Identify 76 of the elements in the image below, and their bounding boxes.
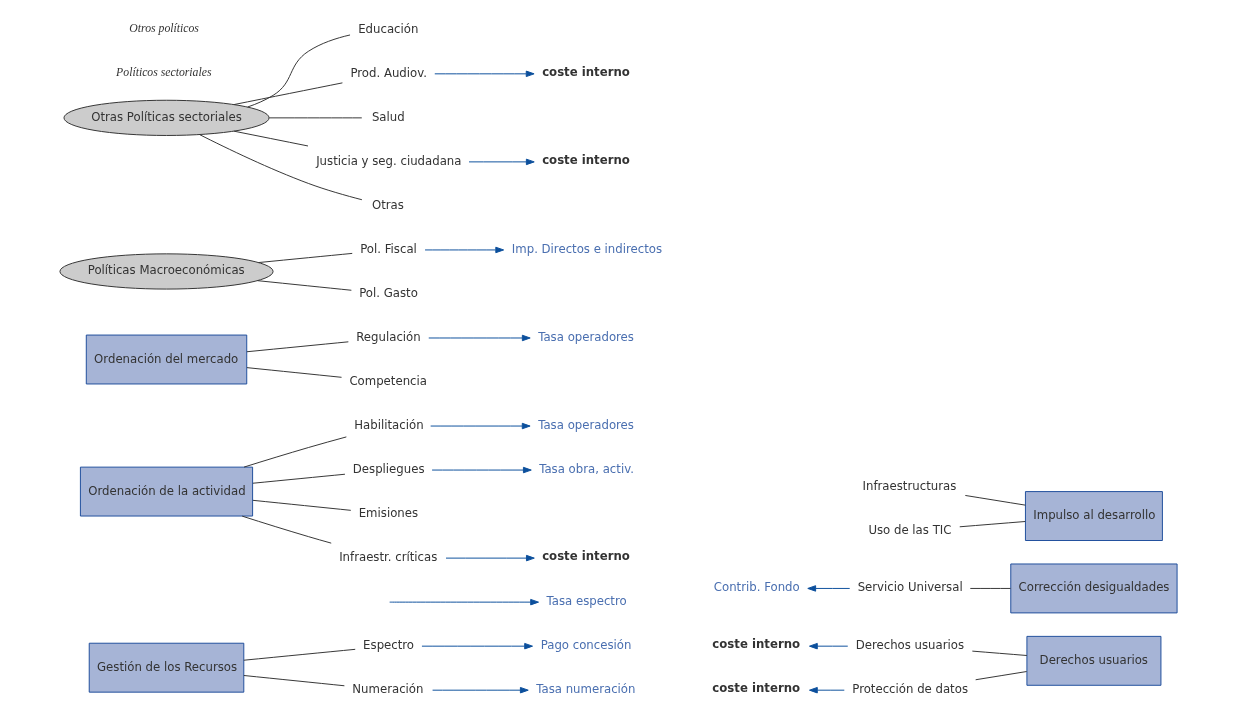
node-text: Tasa operadores [537,418,634,433]
node-text: Espectro [362,638,414,653]
node-text: Contrib. Fondo [713,580,800,595]
connector [245,341,349,353]
connector [256,280,352,291]
node-text: Numeración [351,682,423,697]
label: Políticos sectoriales [115,65,211,79]
node-text: Regulación [355,330,421,345]
connector [242,648,356,661]
connector [969,587,1011,589]
connector [241,515,332,544]
node-text: coste interno [541,64,630,79]
node-text: Tasa obra, activ. [538,462,634,477]
arrow [445,554,535,562]
connector [964,494,1026,506]
arrow [806,585,850,592]
node-text: Pol. Gasto [358,286,418,300]
connector [245,367,342,378]
connector [242,675,345,687]
node-text: Habilitación [353,418,424,433]
connector [233,82,343,106]
node-box: Ordenación de la actividad [79,466,253,517]
node-text: Tasa numeración [535,682,635,697]
node-text: Despliegues [352,462,425,477]
node-text: Servicio Universal [857,580,963,595]
node-text: Salud [371,109,405,124]
node-text: coste interno [711,637,800,652]
node-text: Infraestructuras [862,478,956,493]
node-box: Ordenación del mercado [85,334,247,385]
arrow [808,642,848,650]
node-text: coste interno [541,549,630,564]
arrow [468,158,535,166]
connector [198,134,362,201]
node-text: Protección de datos [851,682,968,697]
node-text: Otras [371,197,404,212]
node-text: Prod. Audiov. [349,65,427,80]
node-text: Justicia y seg. ciudadana [315,153,461,168]
node-ellipse: Políticas Macroeconómicas [58,253,274,290]
connector [971,650,1027,656]
node-text: Tasa espectro [546,594,627,609]
arrow [420,642,533,650]
node-box: Corrección desigualdades [1009,563,1178,614]
node-box: Gestión de los Recursos [88,642,244,693]
node-text: Emisiones [358,506,418,521]
connector [243,436,347,468]
node-box: Derechos usuarios [1025,635,1161,686]
node-text: Competencia [348,374,427,389]
node-text: Imp. Directos e indirectos [511,241,662,256]
node-ellipse: Otras Políticas sectoriales [63,99,270,136]
node-text: Educación [357,21,418,36]
arrow [427,334,531,342]
node-box: Impulso al desarrollo [1024,491,1163,541]
node-text: coste interno [711,681,800,696]
arrow [433,70,535,78]
arrow [388,598,539,606]
arrow [431,466,532,474]
connector [246,34,351,108]
node-text: Derechos usuarios [855,638,964,653]
connector [233,130,308,147]
label: Otros políticos [128,21,199,35]
node-text: Pol. Fiscal [359,241,417,256]
node-text: coste interno [541,152,630,167]
node-text: Tasa operadores [537,330,634,345]
node-text: Uso de las TIC [867,522,951,537]
connector [257,252,353,264]
node-text: Infraestr. críticas [338,550,437,565]
connector [268,117,362,119]
arrow [424,246,504,254]
connector [958,521,1026,528]
node-text: Pago concesión [540,638,631,653]
connector [251,499,351,511]
arrow [429,422,531,430]
arrow [431,686,529,694]
connector [251,473,345,484]
connector [974,671,1027,681]
arrow [808,686,845,694]
